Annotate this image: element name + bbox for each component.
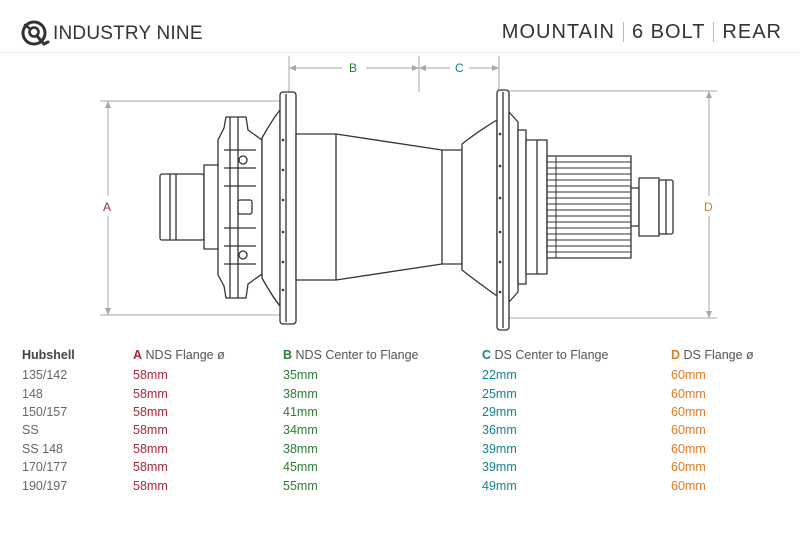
cell-d: 60mm (671, 460, 706, 475)
cell-b: 35mm (283, 368, 318, 383)
industry-nine-logo-icon (21, 20, 50, 46)
spec-table-header: Hubshell A NDS Flange ø B NDS Center to … (22, 347, 781, 366)
cell-b: 38mm (283, 441, 318, 456)
nds-flange-web (261, 109, 281, 307)
nds-end-cap (159, 173, 205, 241)
cell-a: 58mm (133, 423, 168, 438)
cell-c: 25mm (482, 386, 517, 401)
cell-hubshell: 150/157 (22, 404, 68, 419)
cell-a: 58mm (133, 368, 168, 383)
cell-b: 38mm (283, 386, 318, 401)
cell-b: 55mm (283, 478, 318, 493)
cell-a: 58mm (133, 386, 168, 401)
spec-table: Hubshell A NDS Flange ø B NDS Center to … (22, 347, 782, 495)
cell-c: 29mm (482, 404, 517, 419)
table-row: 150/157 58mm 41mm 29mm 60mm (22, 403, 781, 421)
cell-d: 60mm (671, 386, 706, 401)
cell-c: 39mm (482, 460, 517, 475)
spec-table-body: 135/142 58mm 35mm 22mm 60mm 148 58mm 38mm 25mm 6… (22, 366, 781, 495)
dimension-label-b: B (349, 61, 357, 75)
title-bolt-pattern: 6 BOLT (631, 21, 706, 43)
cell-a: 58mm (133, 478, 168, 493)
cell-hubshell: 190/197 (22, 478, 68, 493)
cell-c: 49mm (482, 478, 517, 493)
header-ds-center-to-flange: C DS Center to Flange (482, 348, 609, 362)
cell-a: 58mm (133, 404, 168, 419)
title-divider (713, 22, 715, 42)
cell-a: 58mm (133, 441, 168, 456)
header-hubshell: Hubshell (22, 348, 75, 362)
product-title: MOUNTAIN 6 BOLT REAR (502, 22, 782, 42)
cell-c: 36mm (482, 423, 517, 438)
cell-hubshell: 148 (22, 386, 43, 401)
cell-c: 22mm (482, 368, 517, 383)
table-row: SS 148 58mm 38mm 39mm 60mm (22, 440, 781, 458)
cell-b: 45mm (283, 460, 318, 475)
header-nds-center-to-flange: B NDS Center to Flange (283, 348, 419, 362)
hub-shell (295, 133, 463, 281)
freehub-body (546, 155, 632, 259)
table-row: SS 58mm 34mm 36mm 60mm (22, 421, 781, 439)
hub-line-drawing: A D B C (100, 56, 717, 331)
header-ds-flange-diameter: D DS Flange ø (671, 348, 754, 362)
dimension-label-d: D (704, 200, 713, 214)
spoke-holes (281, 132, 502, 294)
dimension-label-c: C (455, 61, 464, 75)
title-divider (622, 22, 624, 42)
cell-a: 58mm (133, 460, 168, 475)
title-position: REAR (722, 21, 782, 43)
cell-hubshell: SS (22, 423, 39, 438)
cell-hubshell: 170/177 (22, 460, 68, 475)
header: INDUSTRY NINE MOUNTAIN 6 BOLT REAR (0, 0, 800, 53)
cell-d: 60mm (671, 478, 706, 493)
cell-d: 60mm (671, 423, 706, 438)
cell-d: 60mm (671, 368, 706, 383)
brand-name: INDUSTRY NINE (53, 22, 203, 44)
ds-flange-web (461, 119, 498, 297)
cell-c: 39mm (482, 441, 517, 456)
cell-d: 60mm (671, 404, 706, 419)
table-row: 170/177 58mm 45mm 39mm 60mm (22, 458, 781, 476)
cell-hubshell: SS 148 (22, 441, 64, 456)
cell-hubshell: 135/142 (22, 368, 68, 383)
brand-logo[interactable]: INDUSTRY NINE (20, 19, 203, 47)
table-row: 190/197 58mm 55mm 49mm 60mm (22, 476, 781, 494)
dimension-arrows (105, 65, 712, 318)
dimension-label-a: A (103, 200, 111, 214)
title-category: MOUNTAIN (501, 21, 615, 43)
cell-b: 34mm (283, 423, 318, 438)
hub-body (159, 89, 674, 331)
table-row: 148 58mm 38mm 25mm 60mm (22, 384, 781, 402)
cell-b: 41mm (283, 404, 318, 419)
header-nds-flange-diameter: A NDS Flange ø (133, 348, 225, 362)
table-row: 135/142 58mm 35mm 22mm 60mm (22, 366, 781, 384)
hub-diagram: A D B C (0, 52, 800, 342)
cell-d: 60mm (671, 441, 706, 456)
ds-end-cap (638, 177, 660, 237)
